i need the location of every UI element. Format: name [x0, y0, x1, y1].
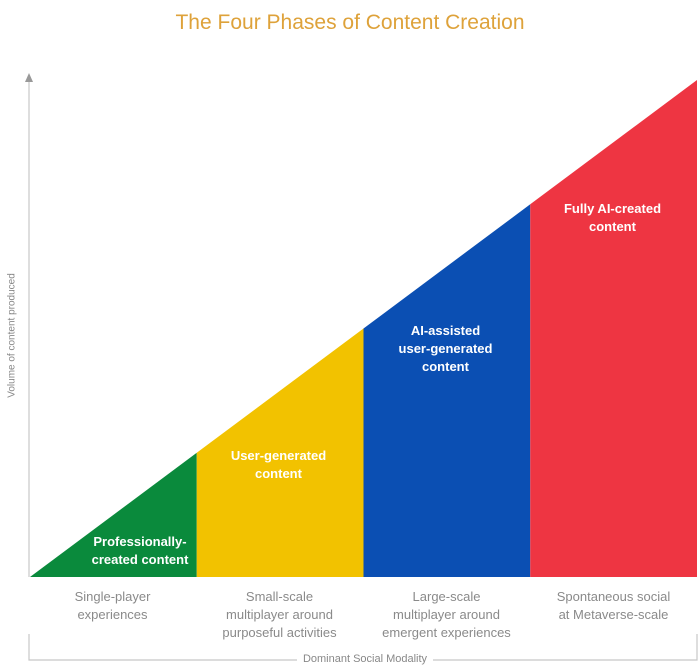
diagram-title: The Four Phases of Content Creation — [175, 11, 525, 34]
y-axis-arrow-icon — [25, 73, 33, 82]
phase-segment-1 — [30, 452, 197, 577]
y-axis-label: Volume of content produced — [6, 273, 18, 398]
phase-segment-4 — [530, 80, 697, 577]
phase-segment-2 — [196, 328, 364, 577]
phase-segment-3 — [363, 204, 531, 577]
x-axis-label: Dominant Social Modality — [0, 653, 700, 665]
phase-label-professional: Professionally-created content — [91, 534, 189, 567]
